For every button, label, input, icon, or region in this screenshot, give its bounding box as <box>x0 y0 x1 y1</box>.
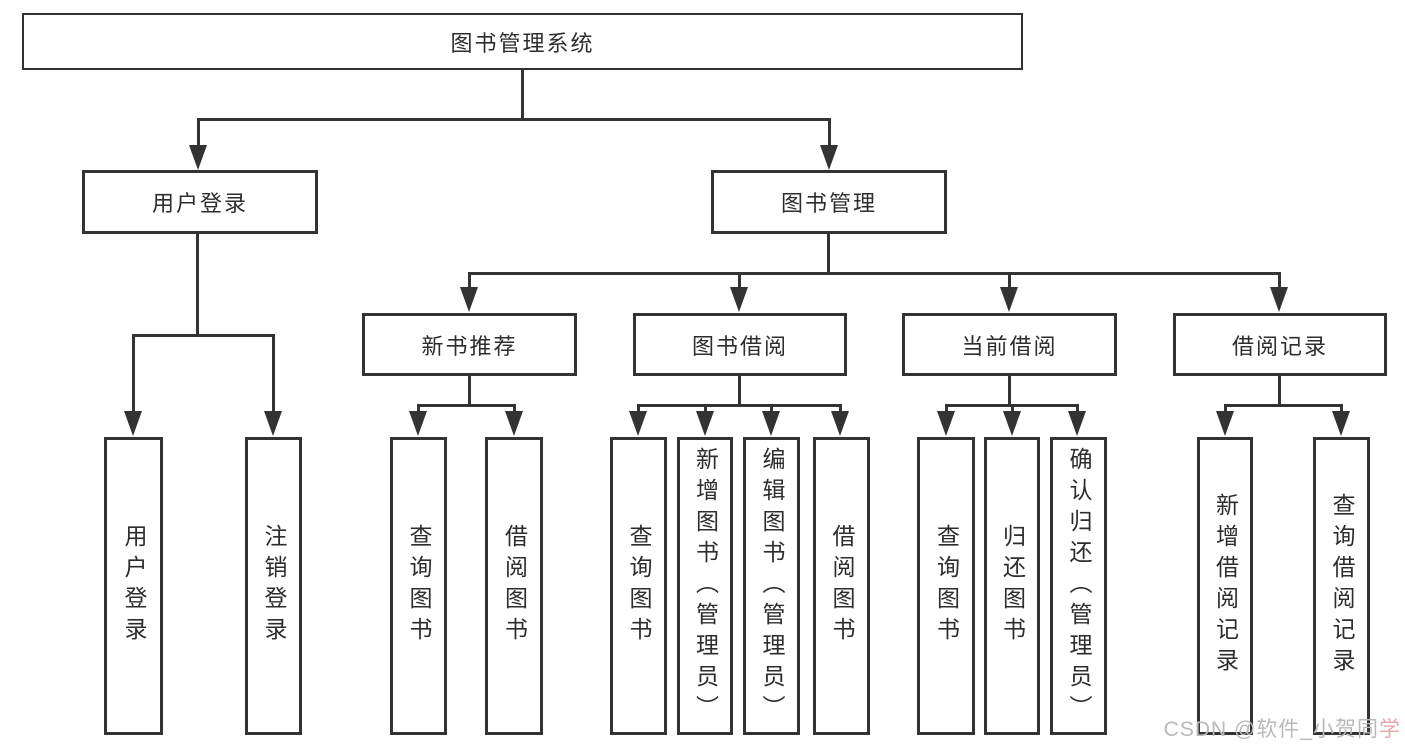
arrow-down-icon <box>264 411 282 436</box>
node-new-book-recommend-label: 新书推荐 <box>421 333 518 359</box>
node-book-management: 图书管理 <box>711 170 947 234</box>
node-bb-query-books: 查询图书 <box>610 437 667 735</box>
node-cb-confirm-return-admin-label: 确认归还（管理员） <box>1066 446 1092 726</box>
connector-line <box>738 376 741 407</box>
connector-line <box>704 404 707 416</box>
node-bb-add-books-admin-label: 新增图书（管理员） <box>692 446 719 726</box>
connector-line <box>839 404 842 416</box>
csdn-watermark: CSDN @软件_小贺同学 <box>1164 713 1401 743</box>
connector-line <box>828 118 831 147</box>
node-nb-query-books-label: 查询图书 <box>406 524 432 648</box>
node-br-query-record-label: 查询借阅记录 <box>1329 493 1355 679</box>
connector-line <box>637 404 640 416</box>
node-borrowing-records: 借阅记录 <box>1173 313 1387 376</box>
node-bb-borrow-books: 借阅图书 <box>813 437 870 735</box>
connector-line <box>468 272 1281 275</box>
arrow-down-icon <box>1000 287 1018 312</box>
node-br-query-record: 查询借阅记录 <box>1313 437 1370 735</box>
connector-line <box>738 272 741 290</box>
node-new-book-recommend: 新书推荐 <box>362 313 577 376</box>
node-library-system: 图书管理系统 <box>22 13 1023 70</box>
node-book-borrowing: 图书借阅 <box>633 313 847 376</box>
connector-line <box>468 376 471 407</box>
arrow-down-icon <box>505 411 523 436</box>
node-br-add-record: 新增借阅记录 <box>1197 437 1253 735</box>
arrow-down-icon <box>831 411 849 436</box>
node-nb-query-books: 查询图书 <box>390 437 447 735</box>
arrow-down-icon <box>409 411 427 436</box>
connector-line <box>1008 272 1011 290</box>
node-bb-edit-books-admin-label: 编辑图书（管理员） <box>759 446 785 726</box>
arrow-down-icon <box>1216 411 1234 436</box>
node-logout: 注销登录 <box>245 437 302 735</box>
connector-line <box>770 404 773 416</box>
connector-line <box>417 404 516 407</box>
node-nb-borrow-books-label: 借阅图书 <box>501 524 528 648</box>
connector-line <box>513 404 516 416</box>
arrow-down-icon <box>460 287 478 312</box>
connector-line <box>521 70 524 120</box>
node-nb-borrow-books: 借阅图书 <box>485 437 543 735</box>
arrow-down-icon <box>1003 411 1021 436</box>
arrow-down-icon <box>189 145 207 170</box>
connector-line <box>1224 404 1227 416</box>
node-cb-query-books-label: 查询图书 <box>933 524 960 648</box>
connector-line <box>1340 404 1343 416</box>
arrow-down-icon <box>696 411 714 436</box>
arrow-down-icon <box>937 411 955 436</box>
node-cb-return-books-label: 归还图书 <box>999 524 1026 648</box>
csdn-watermark-text: CSDN @软件_小贺同 <box>1163 718 1379 741</box>
node-cb-return-books: 归还图书 <box>984 437 1040 735</box>
arrow-down-icon <box>820 145 838 170</box>
connector-line <box>197 118 200 147</box>
node-user-login: 用户登录 <box>82 170 318 234</box>
arrow-down-icon <box>1068 411 1086 436</box>
node-book-borrowing-label: 图书借阅 <box>691 333 788 359</box>
connector-line <box>197 118 831 121</box>
connector-line <box>132 334 275 337</box>
node-bb-query-books-label: 查询图书 <box>626 524 652 648</box>
connector-line <box>1008 376 1011 407</box>
arrow-down-icon <box>762 411 780 436</box>
node-current-borrowing-label: 当前借阅 <box>961 333 1058 359</box>
connector-line <box>637 404 842 407</box>
connector-line <box>1076 404 1079 416</box>
connector-line <box>1224 404 1343 407</box>
connector-line <box>272 334 275 412</box>
node-bb-borrow-books-label: 借阅图书 <box>829 524 855 648</box>
connector-line <box>132 334 135 412</box>
arrow-down-icon <box>124 411 142 436</box>
node-book-management-label: 图书管理 <box>780 191 877 216</box>
arrow-down-icon <box>1270 287 1288 312</box>
node-bb-add-books-admin: 新增图书（管理员） <box>677 437 733 735</box>
connector-line <box>1278 272 1281 290</box>
node-current-borrowing: 当前借阅 <box>902 313 1117 376</box>
node-borrowing-records-label: 借阅记录 <box>1231 333 1328 359</box>
node-bb-edit-books-admin: 编辑图书（管理员） <box>743 437 800 735</box>
node-cb-confirm-return-admin: 确认归还（管理员） <box>1050 437 1107 735</box>
csdn-watermark-accent: 学 <box>1379 718 1401 741</box>
arrow-down-icon <box>1332 411 1350 436</box>
node-user-login-leaf-label: 用户登录 <box>121 524 147 648</box>
arrow-down-icon <box>629 411 647 436</box>
node-user-login-label: 用户登录 <box>151 191 248 216</box>
connector-line <box>1011 404 1014 416</box>
node-library-system-label: 图书管理系统 <box>450 30 595 56</box>
node-user-login-leaf: 用户登录 <box>104 437 163 735</box>
arrow-down-icon <box>730 287 748 312</box>
connector-line <box>1278 376 1281 407</box>
node-cb-query-books: 查询图书 <box>917 437 975 735</box>
connector-line <box>945 404 948 416</box>
node-logout-label: 注销登录 <box>261 524 287 648</box>
connector-line <box>417 404 420 416</box>
connector-line <box>827 234 830 275</box>
connector-line <box>468 272 471 290</box>
node-br-add-record-label: 新增借阅记录 <box>1212 493 1239 679</box>
connector-line <box>196 234 199 337</box>
